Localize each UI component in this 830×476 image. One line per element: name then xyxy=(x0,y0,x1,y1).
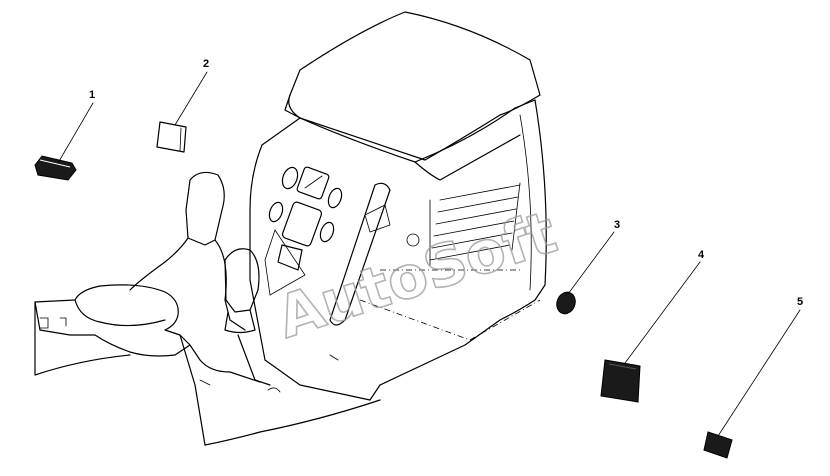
callout-2: 2 xyxy=(203,58,209,70)
watermark: AutoSoft xyxy=(269,198,564,352)
callout-5: 5 xyxy=(797,296,803,308)
part-4: 4 xyxy=(600,249,705,403)
part-2: 2 xyxy=(156,58,209,153)
callout-1: 1 xyxy=(89,89,95,101)
cab-illustration xyxy=(34,11,547,446)
part-3: 3 xyxy=(556,219,620,315)
part-5: 5 xyxy=(703,296,803,459)
callout-4: 4 xyxy=(698,249,705,261)
callout-3: 3 xyxy=(614,219,620,231)
part-1: 1 xyxy=(34,89,95,181)
